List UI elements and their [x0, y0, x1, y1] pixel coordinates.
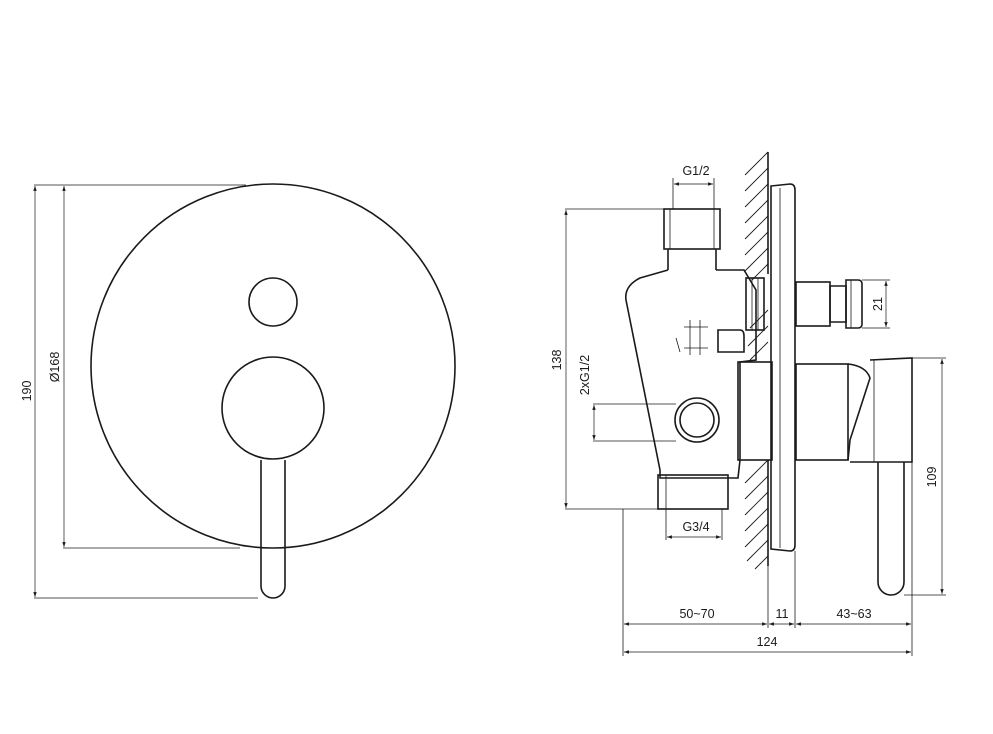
dim-inlet-side-label: 2xG1/2 — [578, 355, 592, 395]
dim-handle-height-label: 109 — [925, 467, 939, 488]
side-view: G1/2 138 2xG1/2 G3/4 21 109 50~70 11 43~… — [550, 151, 946, 656]
dim-height-label: 190 — [20, 381, 34, 402]
dim-total-label: 124 — [757, 635, 778, 649]
dim-inlet-top-label: G1/2 — [682, 164, 709, 178]
cover-plate — [90, 183, 456, 549]
valve-body — [624, 208, 773, 510]
dim-plate-label: 11 — [776, 607, 789, 621]
diverter-knob — [248, 277, 298, 327]
dim-wall-depth-label: 50~70 — [679, 607, 714, 621]
dim-projection-label: 43~63 — [836, 607, 871, 621]
front-view: 190 Ø168 — [20, 183, 456, 599]
lever-side — [795, 357, 913, 596]
dim-diameter-label: Ø168 — [48, 352, 62, 383]
diverter-knob-side — [795, 279, 863, 329]
dim-outlet-label: G3/4 — [682, 520, 709, 534]
cover-plate-side — [770, 183, 796, 552]
lever-handle-side — [877, 462, 905, 596]
lever-handle — [260, 460, 286, 599]
lever-hub — [221, 356, 325, 460]
wall-hatching — [744, 151, 769, 570]
dim-body-height-label: 138 — [550, 350, 564, 371]
dim-knob-label: 21 — [871, 297, 885, 311]
